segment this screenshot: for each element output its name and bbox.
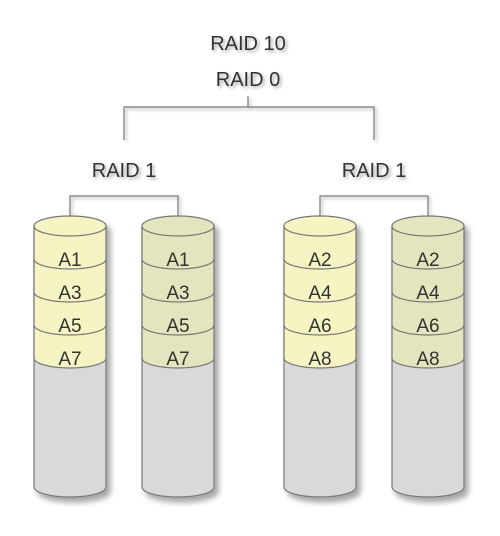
block-label: A8 — [416, 349, 439, 370]
disk-top-cap — [283, 215, 357, 237]
block-label: A2 — [416, 250, 439, 271]
disk-data-region — [391, 225, 465, 369]
block-label: A4 — [308, 283, 332, 304]
block-separator — [33, 291, 107, 303]
block-separator — [283, 258, 357, 270]
block-label: A6 — [308, 316, 331, 337]
block-separator — [283, 324, 357, 336]
block-label: A1 — [166, 250, 189, 271]
block-separator — [141, 291, 215, 303]
disk-top-cap — [33, 215, 107, 237]
disk-data-region — [283, 225, 357, 369]
raid0-label: RAID 0 — [216, 69, 280, 91]
block-separator — [33, 258, 107, 270]
disk-data-region — [33, 225, 107, 369]
disk-top-cap — [391, 215, 465, 237]
block-separator — [283, 291, 357, 303]
block-separator — [391, 291, 465, 303]
block-separator — [391, 324, 465, 336]
block-separator — [141, 258, 215, 270]
block-separator — [391, 258, 465, 270]
block-label: A1 — [58, 250, 81, 271]
block-label: A3 — [58, 283, 81, 304]
block-label: A5 — [166, 316, 189, 337]
raid1-connector-right — [319, 195, 429, 227]
block-separator — [141, 324, 215, 336]
block-label: A6 — [416, 316, 439, 337]
block-label: A8 — [308, 349, 331, 370]
disk-data-region — [141, 225, 215, 369]
block-label: A5 — [58, 316, 81, 337]
disk-top-cap — [141, 215, 215, 237]
block-separator — [33, 324, 107, 336]
block-label: A7 — [58, 349, 81, 370]
raid1-label-left: RAID 1 — [92, 160, 156, 182]
raid10-title: RAID 10 — [210, 33, 286, 55]
raid1-connector-left — [69, 195, 179, 227]
block-label: A2 — [308, 250, 331, 271]
block-label: A3 — [166, 283, 189, 304]
raid0-connector — [123, 96, 375, 140]
raid1-label-right: RAID 1 — [342, 160, 406, 182]
block-label: A4 — [416, 283, 440, 304]
block-label: A7 — [166, 349, 189, 370]
